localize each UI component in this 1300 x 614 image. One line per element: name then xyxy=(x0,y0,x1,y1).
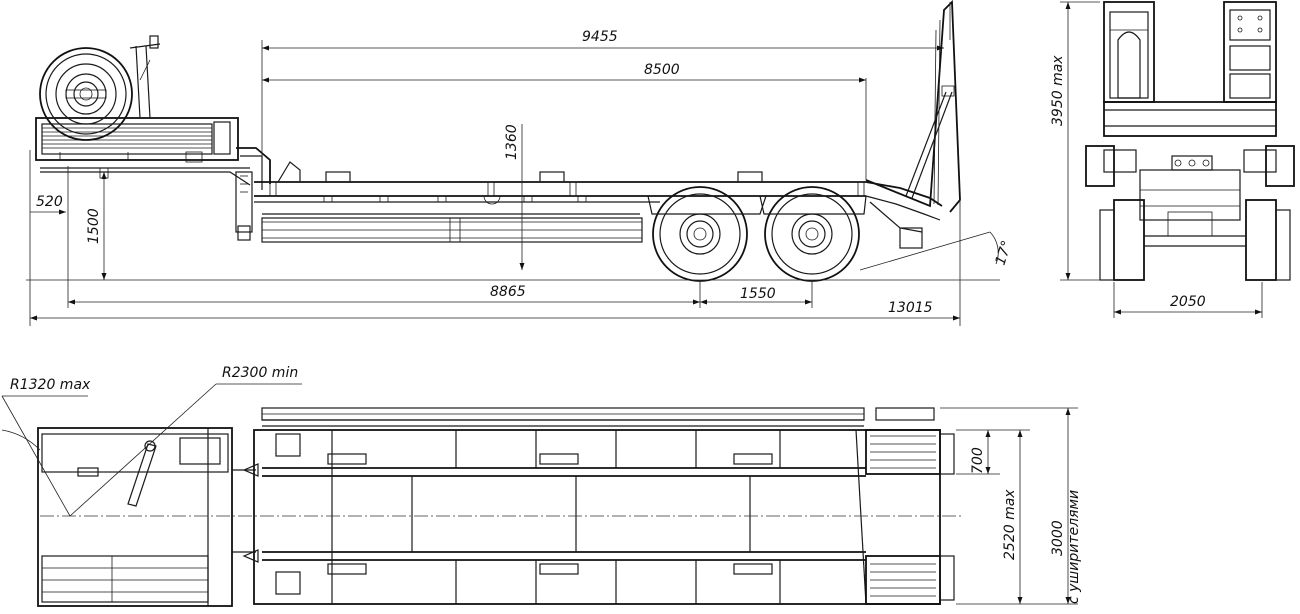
dim-2050-label: 2050 xyxy=(1170,294,1206,310)
rear-axle-wheel-2 xyxy=(764,186,860,282)
dim-17deg-label: 17° xyxy=(993,239,1016,268)
dim-3000-label: 3000 xyxy=(1050,520,1066,556)
tractor-rear-section xyxy=(35,117,251,186)
radius-r2300-label: R2300 min xyxy=(222,365,298,381)
top-dimensions xyxy=(940,407,1078,605)
wheel-arch xyxy=(647,195,767,215)
spare-wheel xyxy=(39,47,133,141)
dim-520-label: 520 xyxy=(36,194,63,210)
spare-wheel-crane xyxy=(129,35,161,119)
dim-1550-label: 1550 xyxy=(740,286,776,302)
turning-radius-lines xyxy=(1,383,302,517)
dim-8865-label: 8865 xyxy=(490,284,526,300)
dim-13015-label: 13015 xyxy=(888,300,933,316)
dim-3000-note: с уширителями xyxy=(1066,490,1082,604)
side-dimensions xyxy=(26,2,1000,326)
dim-8500-label: 8500 xyxy=(644,62,680,78)
dim-3950-label: 3950 max xyxy=(1050,55,1066,126)
top-view: R1320 max R2300 min 700 2520 max 3000 с … xyxy=(1,365,1082,607)
tractor-top xyxy=(37,427,256,607)
gooseneck xyxy=(235,147,271,241)
dim-1360-label: 1360 xyxy=(504,124,520,160)
rear-axle-wheel-1 xyxy=(652,186,748,282)
dim-1500-label: 1500 xyxy=(86,208,102,244)
rear-frame-and-ramp xyxy=(865,0,961,249)
platform-deck xyxy=(254,161,866,243)
rear-view: 3950 max 2050 xyxy=(1050,1,1295,318)
wheel-arch-2 xyxy=(759,195,867,215)
dim-9455-label: 9455 xyxy=(582,29,618,45)
rear-ramps-top xyxy=(865,429,955,605)
dim-700-label: 700 xyxy=(970,447,986,474)
dim-2520-label: 2520 max xyxy=(1002,489,1018,560)
trailer-top-frame xyxy=(242,407,941,605)
radius-r1320-label: R1320 max xyxy=(10,377,91,393)
side-view: 9455 8500 1360 1500 520 8865 1550 13015 … xyxy=(26,0,1016,326)
